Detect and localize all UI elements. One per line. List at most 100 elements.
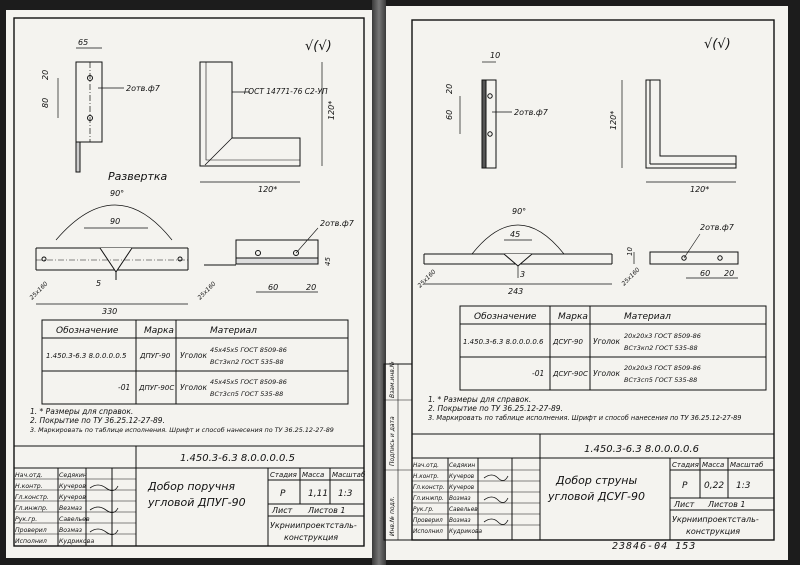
left-spec-row1-profile: Уголок: [180, 351, 207, 360]
right-tb-role-4: Гл.инжпр.: [413, 496, 444, 502]
right-tb-name-3: Кучеров: [449, 485, 475, 491]
right-roughness-mark: √(√): [704, 37, 731, 52]
left-dim-45: 45: [324, 257, 332, 266]
left-tb-role-2: Н.контр.: [15, 483, 43, 490]
left-tb-name-1: Седякин: [59, 472, 87, 479]
right-tb-title1: Добор струны: [555, 474, 637, 487]
left-dev-size-right: 25х160: [196, 280, 217, 301]
left-tb-name-7: Кудрикова: [59, 538, 94, 545]
left-tb-col-scale: Масштаб: [332, 471, 366, 479]
right-tb-col-scale: Масштаб: [730, 461, 764, 469]
right-dev-size-left: 25х160: [416, 268, 437, 289]
left-tb-role-3: Гл.констр.: [15, 494, 49, 501]
right-tb-col-stage: Стадия: [672, 461, 699, 469]
left-note-1: 1. * Размеры для справок.: [30, 407, 133, 416]
left-tb-title2: угловой ДПУГ-90: [147, 496, 246, 509]
left-frame: [13, 17, 365, 547]
right-tb-org1: Укрниипроектсталь-: [672, 515, 759, 524]
left-spec-row2-material-bottom: ВСт3сп5 ГОСТ 535-88: [210, 390, 283, 398]
left-tb-code: 1.450.3-6.3 8.0.0.0.0.5: [180, 453, 295, 464]
right-note-1: 1. * Размеры для справок.: [428, 395, 531, 404]
right-tb-role-2: Н.контр.: [413, 474, 439, 480]
left-dim-120-vert: 120*: [327, 101, 336, 120]
right-tb-sheets: Листов 1: [707, 500, 746, 509]
right-tb-mass: 0,22: [704, 481, 724, 491]
right-tb-org2: конструкция: [686, 527, 740, 536]
right-dim-60: 60: [445, 110, 454, 120]
left-tb-name-3: Кучеров: [59, 494, 86, 501]
right-dim-120-horiz: 120*: [690, 185, 709, 194]
right-tb-role-7: Исполнил: [413, 529, 443, 535]
right-tb-name-1: Седякин: [449, 463, 475, 469]
left-tb-role-1: Нач.отд.: [15, 472, 43, 479]
left-tb-name-2: Кучеров: [59, 483, 86, 490]
right-bar-view: [633, 233, 739, 279]
right-dev-size-right: 25х160: [620, 266, 641, 287]
left-angle-side-view: [57, 47, 124, 173]
right-spec-header-mark: Марка: [558, 312, 588, 322]
right-spec-row1-material-bottom: ВСт3кп2 ГОСТ 535-88: [624, 344, 698, 352]
right-spec-row2-designation: -01: [532, 369, 544, 378]
right-spec-row1-mark: ДСУГ-90: [552, 338, 584, 346]
left-spec-row1-mark: ДПУГ-90: [139, 352, 171, 360]
left-dim-120-horiz: 120*: [258, 185, 277, 194]
left-dim-65: 65: [78, 38, 88, 47]
right-hole-label: 2отв.ф7: [514, 108, 549, 117]
left-dev-size-left: 25х160: [28, 280, 49, 301]
right-dim-3: 3: [520, 270, 525, 279]
right-tb-title2: угловой ДСУГ-90: [547, 490, 645, 503]
right-tb-role-6: Проверил: [413, 518, 443, 524]
right-tb-col-mass: Масса: [702, 461, 724, 469]
right-spec-row2-material-top: 20х20х3 ГОСТ 8509-86: [624, 364, 701, 372]
left-spec-row1-designation: 1.450.3-6.3 8.0.0.0.0.5: [46, 352, 127, 360]
left-dim-20: 20: [41, 70, 50, 80]
left-spec-row2-designation: -01: [118, 383, 130, 392]
right-dim-243: 243: [508, 287, 523, 296]
left-note-3: 3. Маркировать по таблице исполнения. Шр…: [30, 426, 334, 434]
left-page: [6, 10, 374, 558]
right-note-3: 3. Маркировать по таблице исполнения. Шр…: [428, 414, 741, 422]
right-stamp-inv: Взам.инв.№: [389, 361, 396, 398]
sheet-number: 23846-04 153: [612, 541, 697, 552]
right-stamp-orig: Инв.№ подл.: [389, 496, 396, 536]
development-label: Развертка: [108, 170, 168, 183]
left-note-2: 2. Покрытие по ТУ 36.25.12-27-89.: [30, 416, 165, 425]
right-tb-scale: 1:3: [736, 481, 751, 491]
left-tb-role-5: Рук.гр.: [15, 516, 37, 523]
left-tb-name-5: Савельев: [59, 516, 90, 523]
left-dim-90: 90: [110, 217, 120, 226]
right-dim-angle: 90°: [512, 207, 526, 216]
right-angle-side-view: [459, 61, 512, 169]
right-dim-10b: 10: [626, 247, 634, 256]
left-dim-angle: 90°: [110, 189, 124, 198]
right-sheet: √(√) 10 20 60 2отв.ф7 120*: [383, 19, 775, 541]
right-note-2: 2. Покрытие по ТУ 36.25.12-27-89.: [428, 404, 563, 413]
left-spec-header-designation: Обозначение: [56, 326, 119, 336]
left-bar-view: [204, 227, 319, 293]
left-titleblock: [14, 445, 364, 546]
left-dim-20b: 20: [306, 283, 316, 292]
left-roughness-mark: √(√): [305, 39, 332, 54]
left-tb-role-4: Гл.инжпр.: [15, 505, 48, 512]
right-tb-name-6: Возмаз: [449, 518, 471, 524]
right-spec-row2-material-bottom: ВСт3сп5 ГОСТ 535-88: [624, 376, 697, 384]
left-spec-table: [41, 319, 349, 405]
right-tb-sheet: Лист: [673, 500, 695, 509]
left-spec-row1-material-bottom: ВСт3кп2 ГОСТ 535-88: [210, 358, 284, 366]
left-hole2-label: 2отв.ф7: [320, 219, 355, 228]
left-spec-row1-material-top: 45х45х5 ГОСТ 8509-86: [210, 346, 287, 354]
left-development-view: [35, 204, 189, 305]
right-spec-header-material: Материал: [624, 312, 671, 322]
left-tb-name-6: Возмаз: [59, 527, 83, 534]
left-spec-row2-material-top: 45х45х5 ГОСТ 8509-86: [210, 378, 287, 386]
right-side-stamp: [383, 363, 413, 541]
right-spec-row1-material-top: 20х20х3 ГОСТ 8509-86: [624, 332, 701, 340]
left-tb-name-4: Везмаз: [59, 505, 83, 512]
right-spec-table: [459, 305, 767, 391]
right-tb-stage: Р: [682, 481, 688, 491]
right-dim-45: 45: [510, 230, 520, 239]
left-dim-5: 5: [96, 279, 101, 288]
right-tb-name-2: Кучеров: [449, 474, 475, 480]
left-weld-gost: ГОСТ 14771-76 С2-УП: [244, 87, 328, 96]
